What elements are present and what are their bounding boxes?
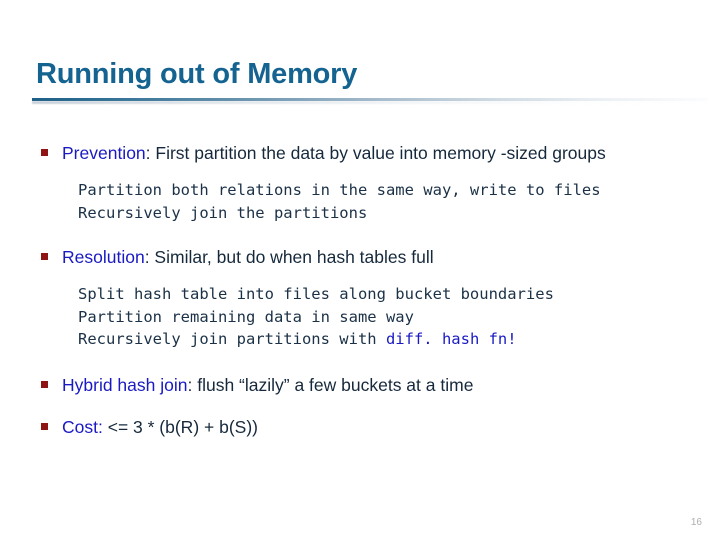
bullet-rest-resolution: : Similar, but do when hash tables full bbox=[144, 247, 434, 267]
title-block: Running out of Memory bbox=[0, 55, 720, 110]
bullet-text: Cost: <= 3 * (b(R) + b(S)) bbox=[62, 414, 720, 440]
spacer bbox=[0, 166, 720, 179]
sub-line: Split hash table into files along bucket… bbox=[78, 285, 554, 303]
bullet-label-resolution: Resolution bbox=[62, 247, 145, 267]
spacer bbox=[0, 351, 720, 372]
square-bullet-icon bbox=[41, 422, 48, 430]
title-underline-rule bbox=[32, 98, 708, 101]
sub-line: Recursively join partitions with diff. h… bbox=[78, 328, 720, 351]
page-number: 16 bbox=[690, 517, 702, 528]
bullet-item-cost: Cost: <= 3 * (b(R) + b(S)) bbox=[0, 414, 720, 440]
spacer bbox=[0, 270, 720, 283]
square-bullet-icon bbox=[41, 380, 48, 388]
sub-line: Partition both relations in the same way… bbox=[78, 181, 601, 199]
bullet-rest-cost: <= 3 * (b(R) + b(S)) bbox=[102, 416, 258, 437]
slide-body: Prevention: First partition the data by … bbox=[0, 140, 720, 440]
bullet-label-prevention: Prevention bbox=[62, 143, 146, 163]
bullet-item-resolution: Resolution: Similar, but do when hash ta… bbox=[0, 244, 720, 270]
sub-line: Partition remaining data in same way bbox=[78, 307, 414, 326]
bullet-item-prevention: Prevention: First partition the data by … bbox=[0, 140, 720, 166]
square-bullet-icon bbox=[41, 149, 48, 156]
sub-line: Recursively join the partitions bbox=[78, 203, 368, 222]
sub-list-resolution: Split hash table into files along bucket… bbox=[0, 283, 720, 351]
bullet-item-hybrid-hash-join: Hybrid hash join: flush “lazily” a few b… bbox=[0, 372, 720, 398]
sub-line-prefix: Recursively join partitions with bbox=[78, 330, 386, 348]
square-bullet-icon bbox=[41, 253, 48, 260]
title-underline-shadow bbox=[32, 101, 708, 104]
bullet-text: Resolution: Similar, but do when hash ta… bbox=[62, 244, 720, 270]
bullet-label-cost: Cost: bbox=[62, 416, 103, 437]
sub-line-emphasis: diff. hash fn! bbox=[385, 330, 517, 348]
bullet-text: Hybrid hash join: flush “lazily” a few b… bbox=[62, 372, 720, 398]
bullet-label-hybrid-hash-join: Hybrid hash join bbox=[62, 374, 188, 395]
sub-list-prevention: Partition both relations in the same way… bbox=[0, 179, 720, 224]
spacer bbox=[0, 224, 720, 244]
page-title: Running out of Memory bbox=[36, 58, 358, 90]
bullet-text: Prevention: First partition the data by … bbox=[62, 140, 720, 166]
spacer bbox=[0, 398, 720, 414]
bullet-rest-hybrid-hash-join: : flush “lazily” a few buckets at a time bbox=[187, 374, 474, 395]
bullet-rest-prevention: : First partition the data by value into… bbox=[145, 143, 606, 163]
